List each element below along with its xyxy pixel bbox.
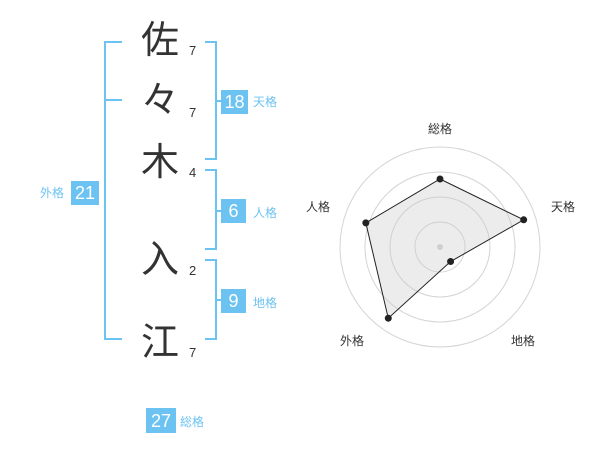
- radar-center-dot: [437, 244, 443, 250]
- radar-ring: [339, 146, 541, 348]
- stroke-count-1: 7: [189, 43, 197, 58]
- tenkaku-connector: [216, 100, 221, 102]
- name-char-4: 入: [141, 237, 180, 281]
- gaikaku-label: 外格: [40, 186, 65, 200]
- tenkaku-value: 18: [221, 90, 248, 114]
- chikaku-value: 9: [221, 289, 246, 313]
- stroke-count-4: 2: [189, 263, 197, 278]
- stroke-count-3: 4: [189, 165, 197, 180]
- radar-axis-label-chikaku: 地格: [511, 334, 536, 348]
- radar-point-5: [362, 219, 370, 227]
- stroke-count-5: 7: [189, 345, 197, 360]
- radar-axis-label-soukaku: 総格: [428, 122, 453, 136]
- radar-ring: [389, 196, 491, 298]
- radar-axis-label-tenkaku: 天格: [551, 200, 576, 214]
- name-char-5: 江: [141, 320, 180, 364]
- radar-ring: [414, 221, 466, 273]
- gaikaku-bracket: [104, 41, 122, 340]
- radar-axis-label-gaikaku: 外格: [340, 334, 365, 348]
- radar-chart: [339, 146, 541, 348]
- gaikaku-bracket-tick: [104, 99, 122, 101]
- radar-point-3: [447, 258, 455, 266]
- radar-point-1: [436, 175, 444, 183]
- name-char-3: 木: [141, 140, 180, 184]
- jinkaku-bracket: [205, 169, 217, 250]
- jinkaku-connector: [216, 210, 221, 212]
- radar-point-2: [520, 216, 528, 224]
- name-char-2: 々: [141, 78, 180, 122]
- radar-axis-label-jinkaku: 人格: [306, 200, 331, 214]
- radar-series-polygon: [365, 178, 525, 320]
- jinkaku-value: 6: [221, 199, 246, 223]
- soukaku-value: 27: [146, 408, 176, 433]
- soukaku-label: 総格: [180, 415, 205, 429]
- stroke-count-2: 7: [189, 105, 197, 120]
- gaikaku-value: 21: [71, 181, 99, 205]
- chikaku-label: 地格: [253, 296, 278, 310]
- jinkaku-label: 人格: [253, 206, 278, 220]
- name-char-1: 佐: [141, 18, 180, 62]
- chikaku-connector: [216, 299, 221, 301]
- tenkaku-label: 天格: [253, 95, 278, 109]
- radar-ring: [364, 171, 516, 323]
- radar-point-4: [384, 314, 392, 322]
